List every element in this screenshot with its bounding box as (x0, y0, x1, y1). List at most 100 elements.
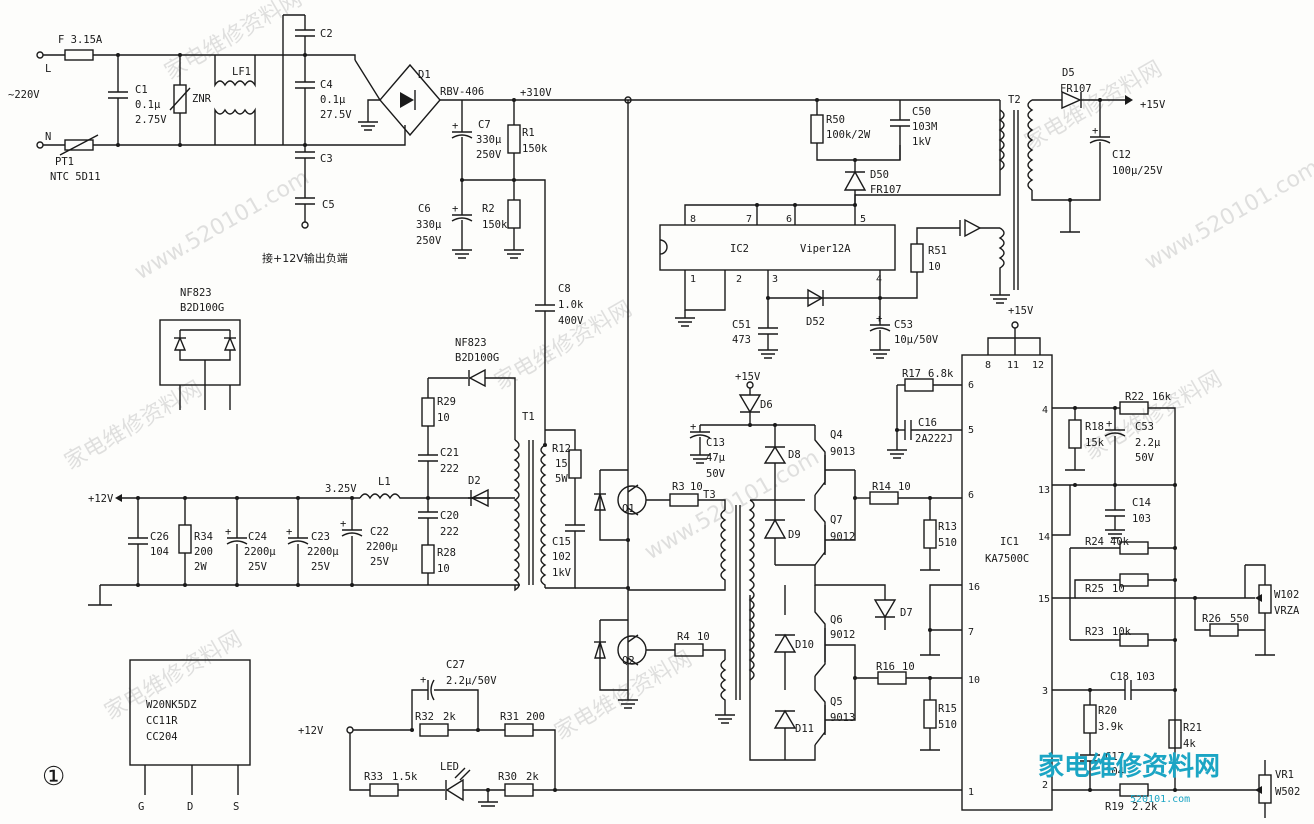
svg-text:+: + (1106, 418, 1112, 430)
label-r34-rating: 2W (194, 561, 207, 573)
label-c7-value: 330μ (476, 134, 502, 146)
resistor-r33 (369, 783, 399, 797)
label-q4: Q4 (830, 429, 843, 441)
ic1-pin15: 15 (1038, 594, 1050, 605)
label-znr: ZNR (192, 93, 212, 105)
label-r20: R20 (1098, 705, 1117, 717)
label-c20-value: 222 (440, 526, 459, 538)
ic2-pin6: 6 (786, 214, 792, 225)
common-mode-choke-bottom (214, 107, 256, 145)
label-r22-value: 16k (1152, 391, 1172, 403)
label-r2-value: 150k (482, 219, 508, 231)
label-c51-value: 473 (732, 334, 751, 346)
fuse (64, 49, 94, 61)
label-r15: R15 (938, 703, 957, 715)
label-d6: D6 (760, 399, 773, 411)
diode-d11 (773, 709, 797, 729)
label-r12-rating: 5W (555, 473, 568, 485)
label-pin-d: D (187, 801, 193, 813)
label-vr1-value: W502 (1275, 786, 1300, 798)
label-c24-value: 2200μ (244, 546, 276, 558)
label-15v-out: +15V (1140, 99, 1166, 111)
diode-q2-flyback (594, 639, 606, 659)
label-c23-value: 2200μ (307, 546, 339, 558)
nf823-part: NF823 B2D100G (159, 287, 241, 410)
ic1-pin11: 11 (1007, 360, 1019, 371)
label-c27: C27 (446, 659, 465, 671)
label-c15-value: 102 (552, 551, 571, 563)
label-cc204: CC204 (146, 731, 178, 743)
label-fuse: F 3.15A (58, 34, 103, 46)
label-c17: C17 (1105, 751, 1124, 763)
label-d8: D8 (788, 449, 801, 461)
ic1-ka7500c (961, 354, 1053, 811)
label-q4-part: 9013 (830, 446, 855, 458)
resistor-r16 (877, 671, 907, 685)
resistor-r50 (810, 114, 824, 144)
label-l: L (45, 63, 51, 75)
label-d2: D2 (468, 475, 481, 487)
label-c53b: C53 (1135, 421, 1154, 433)
label-r14-value: 10 (898, 481, 911, 493)
ic1-pin13: 13 (1038, 485, 1050, 496)
label-c8-value: 1.0k (558, 299, 584, 311)
label-r16-value: 10 (902, 661, 915, 673)
label-r12: R12 (552, 443, 571, 455)
label-r23: R23 (1085, 626, 1104, 638)
label-r4: R4 (677, 631, 690, 643)
diode-d9 (763, 518, 787, 539)
label-n: N (45, 131, 51, 143)
t2-secondary (1027, 99, 1034, 191)
label-c27-value: 2.2μ/50V (446, 675, 497, 687)
label-d5: D5 (1062, 67, 1075, 79)
ic1-pin6: 6 (968, 380, 974, 391)
label-r17: R17 (902, 368, 921, 380)
label-r50: R50 (826, 114, 845, 126)
label-w102: W102 (1274, 589, 1299, 601)
resistor-r32 (419, 723, 449, 737)
label-d7: D7 (900, 607, 913, 619)
label-w20nk5dz: W20NK5DZ (146, 699, 197, 711)
mosfet-w20nk5dz (129, 659, 251, 766)
label-r31: R31 (500, 711, 519, 723)
label-r32-value: 2k (443, 711, 456, 723)
ic1-section: IC1 KA7500C +15V 8 11 12 6 5 6 16 7 10 1… (555, 305, 1053, 811)
resistor-r13 (923, 519, 937, 549)
label-r13-value: 510 (938, 537, 957, 549)
resistor-r3 (669, 493, 699, 507)
label-15v-driver: +15V (735, 371, 761, 383)
resistor-r2 (507, 199, 521, 229)
label-r51-value: 10 (928, 261, 941, 273)
label-ac: ~220V (8, 89, 40, 101)
label-r14: R14 (872, 481, 891, 493)
ic2-pin8: 8 (690, 214, 696, 225)
bridge-rectifier-d1 (379, 63, 441, 137)
ic1-pin8: 8 (985, 360, 991, 371)
svg-text:+: + (420, 674, 426, 686)
t3-secondary-a (628, 509, 727, 591)
ic2-pin3: 3 (772, 274, 778, 285)
t3-secondary-b (720, 659, 727, 715)
label-t3: T3 (703, 489, 716, 501)
inductor-l1 (359, 493, 490, 500)
label-c21: C21 (440, 447, 459, 459)
label-12v-led: +12V (298, 725, 324, 737)
label-r25-value: 10 (1112, 583, 1125, 595)
label-vrza: VRZA (1274, 605, 1300, 617)
label-c23-rating: 25V (311, 561, 331, 573)
label-r34-value: 200 (194, 546, 213, 558)
label-r13: R13 (938, 521, 957, 533)
svg-text:+: + (286, 526, 292, 538)
label-led: LED (440, 761, 459, 773)
led-diode (445, 778, 464, 802)
input-section: L N ~220V F 3.15A PT1 NTC 5D11 C1 0.1μ 2… (8, 14, 1000, 445)
label-d9: D9 (788, 529, 801, 541)
ic2-pin2: 2 (736, 274, 742, 285)
viper-section: IC2 Viper12A 8 7 6 5 1 2 3 4 R50 100k/2W… (659, 98, 1001, 359)
label-d50: D50 (870, 169, 889, 181)
label-d5-part: FR107 (1060, 83, 1092, 95)
label-r15-value: 510 (938, 719, 957, 731)
label-r30: R30 (498, 771, 517, 783)
label-r2: R2 (482, 203, 495, 215)
